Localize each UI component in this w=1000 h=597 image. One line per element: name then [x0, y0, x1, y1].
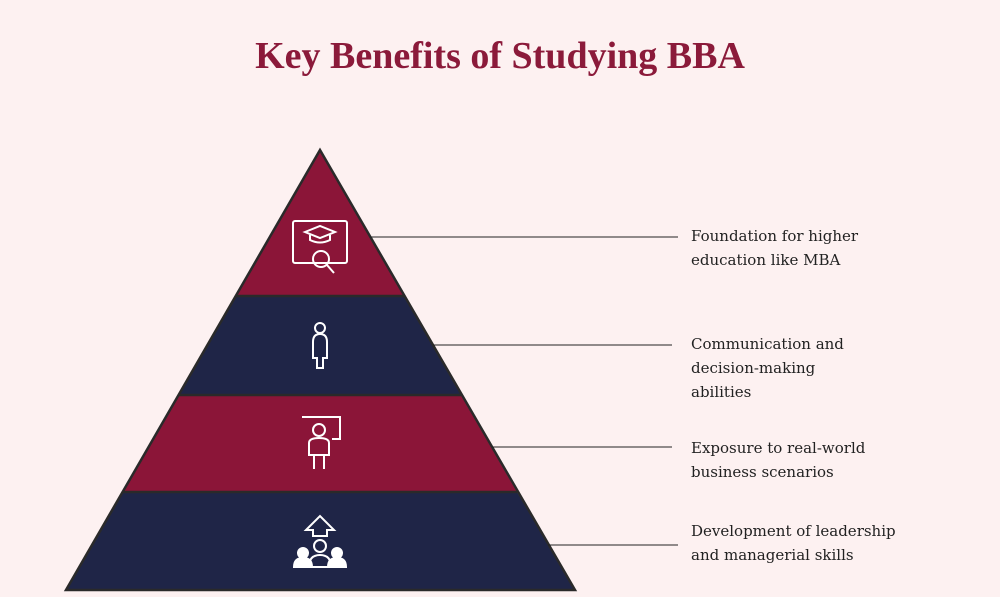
tier-1-band	[236, 150, 404, 296]
tier-3-label: Exposure to real-world business scenario…	[691, 436, 951, 484]
label-line: business scenarios	[691, 463, 834, 481]
graduate-search-icon	[292, 220, 348, 274]
tier-2-label: Communication and decision-making abilit…	[691, 332, 951, 404]
label-line: education like MBA	[691, 251, 841, 269]
tier-2-band	[179, 296, 461, 395]
label-line: Foundation for higher	[691, 227, 859, 245]
presenter-board-icon	[302, 416, 341, 469]
tier-1-label: Foundation for higher education like MBA	[691, 224, 951, 272]
label-line: Development of leadership	[691, 522, 896, 540]
label-line: decision-making	[691, 359, 816, 377]
person-icon	[312, 322, 328, 369]
label-line: abilities	[691, 383, 752, 401]
leader-team-icon	[292, 514, 348, 568]
tier-3-band	[123, 395, 517, 492]
label-line: Communication and	[691, 335, 844, 353]
diagram-title: Key Benefits of Studying BBA	[255, 35, 745, 77]
label-line: Exposure to real-world	[691, 439, 866, 457]
label-line: and managerial skills	[691, 546, 854, 564]
tier-4-label: Development of leadership and managerial…	[691, 519, 951, 567]
